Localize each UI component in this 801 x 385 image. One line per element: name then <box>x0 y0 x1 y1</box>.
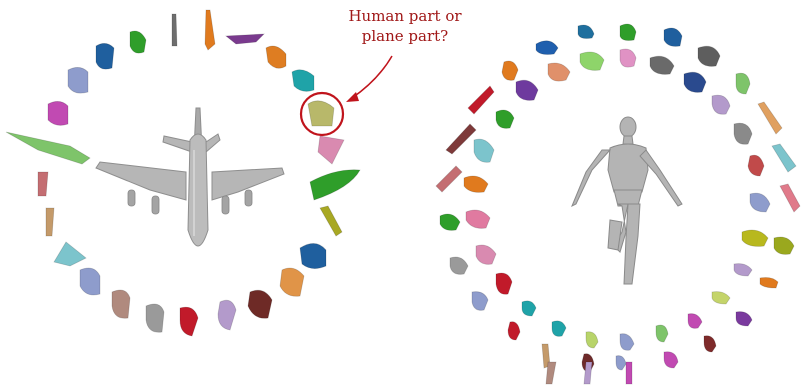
part-green-left <box>440 214 460 230</box>
part-gray-mid <box>734 123 752 144</box>
part-orange-block <box>280 268 304 296</box>
callout-arrow <box>352 56 392 98</box>
callout-line-1: Human part or <box>330 6 480 26</box>
part-orange-shard <box>205 10 215 50</box>
part-lilac-mid <box>712 95 730 114</box>
part-tan-rod <box>46 208 54 236</box>
part-olive-right2 <box>774 237 794 254</box>
part-green-upper2 <box>736 73 750 94</box>
part-periwinkle-bottom <box>620 334 634 351</box>
part-orange-mid <box>464 176 488 192</box>
part-green-bottom <box>656 325 668 342</box>
part-lilac-leaf <box>218 300 236 330</box>
part-teal-triangle <box>54 242 86 266</box>
part-maroon-arm <box>446 124 476 154</box>
part-rose-left <box>780 184 800 212</box>
part-purple-right <box>736 312 752 326</box>
part-orange-chunk <box>266 46 286 68</box>
part-blue-upper <box>536 41 558 55</box>
part-orange-upper <box>502 61 518 80</box>
part-gray-sliver <box>172 14 177 46</box>
part-teal-top <box>578 25 594 39</box>
part-lightgreen-wing <box>6 132 90 164</box>
part-maroon-chunk <box>248 290 272 318</box>
callout-question: Human part or plane part? <box>330 6 480 46</box>
part-lilac-right <box>734 264 752 276</box>
part-red-leaf <box>180 307 198 336</box>
part-teal-bottom <box>522 301 536 316</box>
part-green-mid <box>496 110 514 128</box>
part-periwinkle-block <box>68 67 88 93</box>
part-query <box>308 101 334 126</box>
callout-line-2: plane part? <box>330 26 480 46</box>
part-purple-upper <box>516 80 538 100</box>
part-olive-right <box>742 230 768 246</box>
part-cyan-mid <box>474 139 494 162</box>
part-teal-block <box>292 70 314 92</box>
part-rose-bottom <box>546 362 556 384</box>
part-gray-upper <box>650 56 674 74</box>
part-magenta-right <box>688 314 702 329</box>
human-model <box>572 117 682 284</box>
part-pink-upper <box>620 49 636 67</box>
part-blue-top <box>664 28 682 46</box>
part-red-bottom <box>508 322 520 340</box>
part-rose-cylinder <box>112 290 130 318</box>
part-lime-bottom <box>586 332 598 348</box>
part-magenta-bottom2 <box>626 362 632 384</box>
part-maroon-bottom <box>704 336 716 352</box>
airplane-model <box>96 108 284 246</box>
part-lightgreen-upper <box>580 52 604 70</box>
part-green-top <box>620 24 636 41</box>
part-periwinkle-bottom2 <box>616 356 626 370</box>
part-darkgray-upper <box>698 46 720 66</box>
part-magenta-block <box>48 101 68 125</box>
part-lime-right <box>712 292 730 304</box>
part-green-chunk <box>130 31 146 53</box>
part-purple-blade <box>226 34 264 44</box>
part-teal-bottom2 <box>552 321 566 336</box>
part-blue-chunk <box>96 43 114 69</box>
part-periwinkle-mid <box>750 193 770 212</box>
part-olive-rod <box>320 206 342 236</box>
part-red-left <box>496 273 512 294</box>
part-rose-arm <box>436 166 462 192</box>
part-gray-left <box>450 257 468 274</box>
part-salmon-upper <box>548 63 570 81</box>
part-pink-cone <box>318 136 344 164</box>
part-gray-cylinder <box>146 304 164 332</box>
part-blue-block <box>300 243 326 268</box>
part-orange-right <box>760 278 778 289</box>
part-pink-mid <box>466 210 490 228</box>
part-navy-upper <box>684 72 706 92</box>
part-periwinkle-left <box>472 292 488 311</box>
part-red-mid <box>748 155 764 176</box>
part-orange-arm <box>758 102 782 134</box>
part-rose-rod <box>38 172 48 196</box>
part-green-wing <box>310 170 360 200</box>
part-pink-left2 <box>476 245 496 264</box>
part-magenta-bottom <box>664 352 678 368</box>
part-periwinkle-cylinder <box>80 268 100 295</box>
part-cyan-arm <box>772 144 796 172</box>
part-red-arm <box>468 86 494 114</box>
